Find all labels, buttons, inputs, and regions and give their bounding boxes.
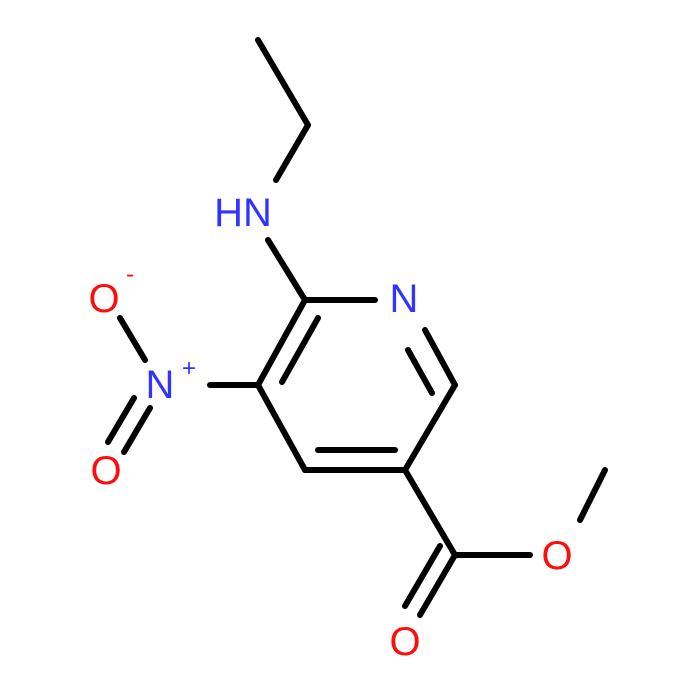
nitro-nitrogen-charge: + (182, 355, 196, 382)
nitro-oxygen-top-label: O (88, 277, 119, 321)
nitro-oxygen-bottom-label: O (90, 449, 121, 493)
bond-nitro-n-o-top (117, 315, 148, 363)
bond-ch3-ch2 (255, 37, 311, 128)
bonds (105, 37, 608, 618)
nitro-oxygen-top-charge: - (126, 261, 134, 288)
amine-nh-label: HN (214, 191, 272, 235)
nitro-nitrogen-label: N (146, 363, 175, 407)
carbonyl-oxygen-label: O (389, 620, 420, 664)
bond-c5-c6 (255, 297, 308, 388)
bond-c2-c3 (402, 382, 458, 473)
ring-nitrogen-label: N (390, 277, 419, 321)
bond-nitro-n-o-bottom-a (121, 405, 153, 455)
bond-c5-c6-inner (279, 315, 321, 385)
atom-labels: HN N N + O - O O O (88, 191, 572, 664)
bond-nitro-n-o-bottom-b (105, 395, 137, 445)
ester-oxygen-label: O (541, 534, 572, 578)
bond-n1-c2 (422, 327, 458, 388)
bond-c3-carbonyl-c (402, 467, 458, 558)
bond-ch2-nh (273, 122, 311, 183)
bond-nh-c6 (265, 237, 308, 303)
bond-o-ester-ch3 (577, 467, 608, 523)
bond-c4-c5 (255, 382, 308, 473)
bond-n1-c2-inner (405, 347, 435, 396)
bond-carbonyl-c-o-a (417, 552, 458, 618)
bond-carbonyl-c-o-b (402, 543, 443, 609)
